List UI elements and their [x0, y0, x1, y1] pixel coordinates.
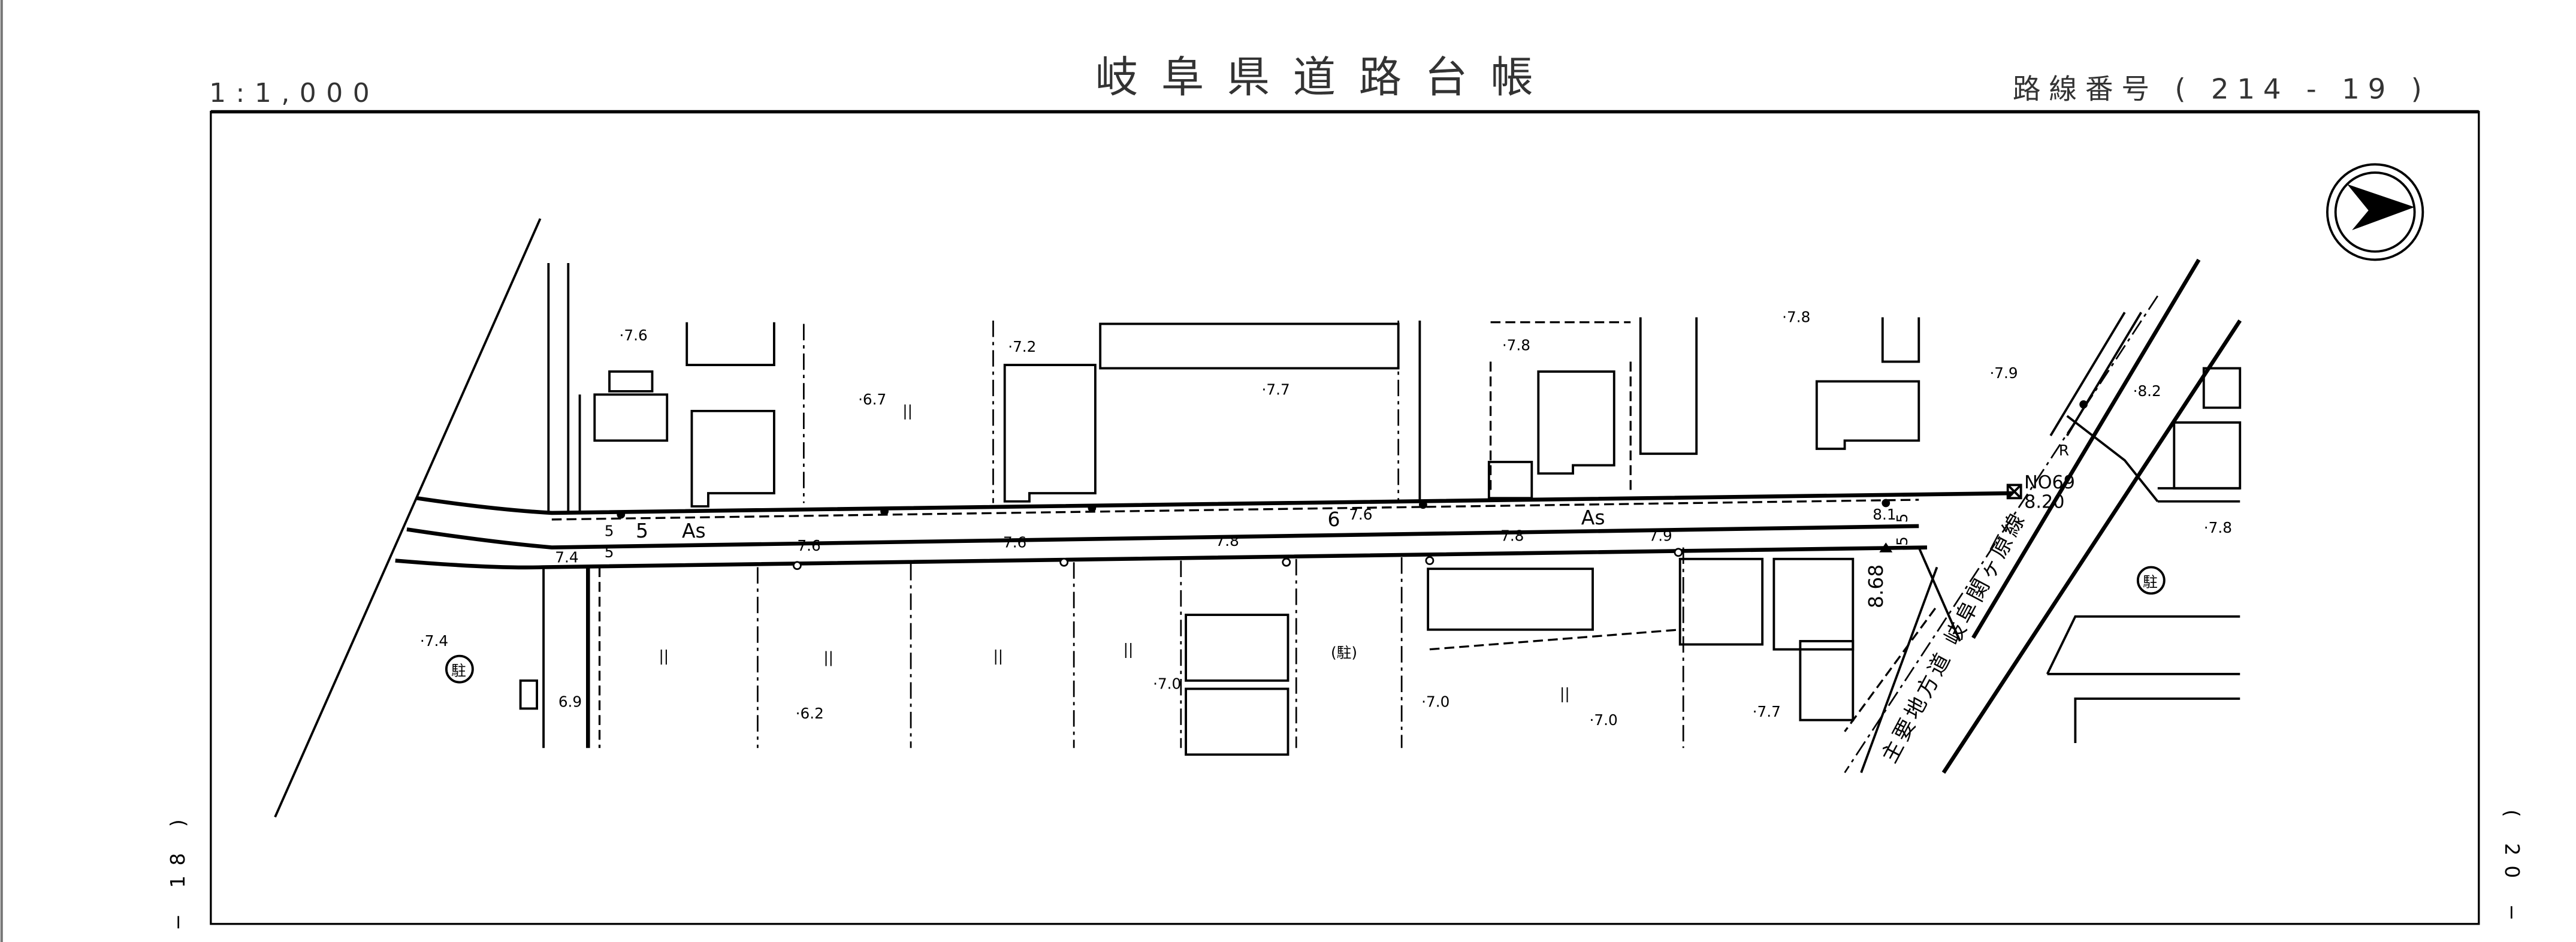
width-label: 5: [605, 522, 614, 539]
width-label: 5: [636, 519, 648, 542]
page-title: 岐阜県道路台帳: [1095, 53, 1556, 102]
elevation: ·7.2: [1008, 338, 1036, 355]
north-arrow-icon: [2326, 163, 2424, 261]
utility-poles-open: [792, 548, 1683, 570]
field-mark: ||: [993, 647, 1003, 665]
elevation: ·7.7: [1753, 703, 1781, 720]
elevation: 7.4: [555, 548, 578, 566]
field-marks: || || || || || ||: [659, 402, 1569, 702]
elevation: ·8.2: [2133, 382, 2161, 400]
field-mark: ||: [1560, 685, 1570, 702]
field-mark: ||: [823, 649, 833, 666]
elevation: 8.1: [1873, 506, 1896, 523]
buildings: [593, 317, 2242, 756]
elevation: ·7.8: [1502, 336, 1530, 354]
elevation: 7.6: [1003, 534, 1026, 551]
width-label: 6: [1327, 508, 1340, 531]
elevation: 7.8: [1500, 527, 1524, 545]
elevation-labels: ·7.6 ·7.2 ·6.7 ·7.7 ·7.8 ·7.8 ·7.9 ·8.2 …: [420, 309, 2232, 729]
elevation: ·6.2: [796, 705, 824, 722]
left-boundary-line: [274, 218, 542, 818]
elevation: ·7.0: [1421, 693, 1449, 711]
main-road: [395, 491, 2013, 642]
surface-label: As: [1581, 506, 1605, 529]
parking-icon: 駐: [451, 662, 466, 680]
map-frame: [210, 110, 2480, 925]
parking-label: (駐): [1331, 644, 1357, 661]
elevation: ·7.9: [1989, 364, 2018, 382]
width-label: 5: [605, 544, 614, 561]
elevation: ·7.8: [2204, 519, 2232, 536]
elevation: ·7.8: [1782, 309, 1810, 326]
benchmark: NO69 8.20: [2006, 472, 2075, 513]
scale-label: 1:1,000: [209, 78, 379, 108]
spot-height: 8.68: [1864, 564, 1888, 608]
elevation: ·7.6: [620, 327, 648, 344]
sheet-link-left: − 18 ): [166, 810, 189, 931]
crossing-road: [1844, 258, 2242, 774]
elevation: ·7.0: [1590, 711, 1618, 729]
side-road-left: [519, 262, 601, 748]
field-mark: ||: [902, 402, 913, 419]
elevation: ·7.4: [420, 632, 448, 650]
utility-poles: [617, 400, 2088, 519]
elevation: ·7.7: [1262, 381, 1290, 398]
parking-symbols: 駐 駐 (駐): [445, 566, 2166, 684]
elevation: ·7.0: [1153, 675, 1181, 693]
spot-height-icon: [1879, 542, 1893, 552]
lot-lines: [757, 320, 1684, 748]
elevation: 7.6: [797, 537, 820, 554]
elevation: 7.9: [1648, 527, 1672, 545]
ramp-label: R: [2059, 442, 2069, 459]
parking-icon: 駐: [2143, 573, 2158, 590]
elevation: 7.8: [1216, 532, 1239, 550]
width-label: 5: [1894, 536, 1911, 546]
route-number: 路線番号 ( 214 - 19 ): [2013, 74, 2430, 106]
elevation: ·6.7: [858, 391, 886, 408]
elevation: 6.9: [558, 693, 582, 711]
benchmark-id: NO69: [2024, 472, 2075, 493]
field-mark: ||: [1124, 641, 1134, 658]
field-mark: ||: [659, 647, 669, 665]
sheet-link-right: ( 20 −: [2500, 810, 2524, 931]
benchmark-value: 8.20: [2024, 492, 2064, 513]
elevation: 7.6: [1349, 506, 1372, 523]
width-label: 5: [1894, 514, 1911, 523]
surface-label: As: [682, 519, 706, 542]
